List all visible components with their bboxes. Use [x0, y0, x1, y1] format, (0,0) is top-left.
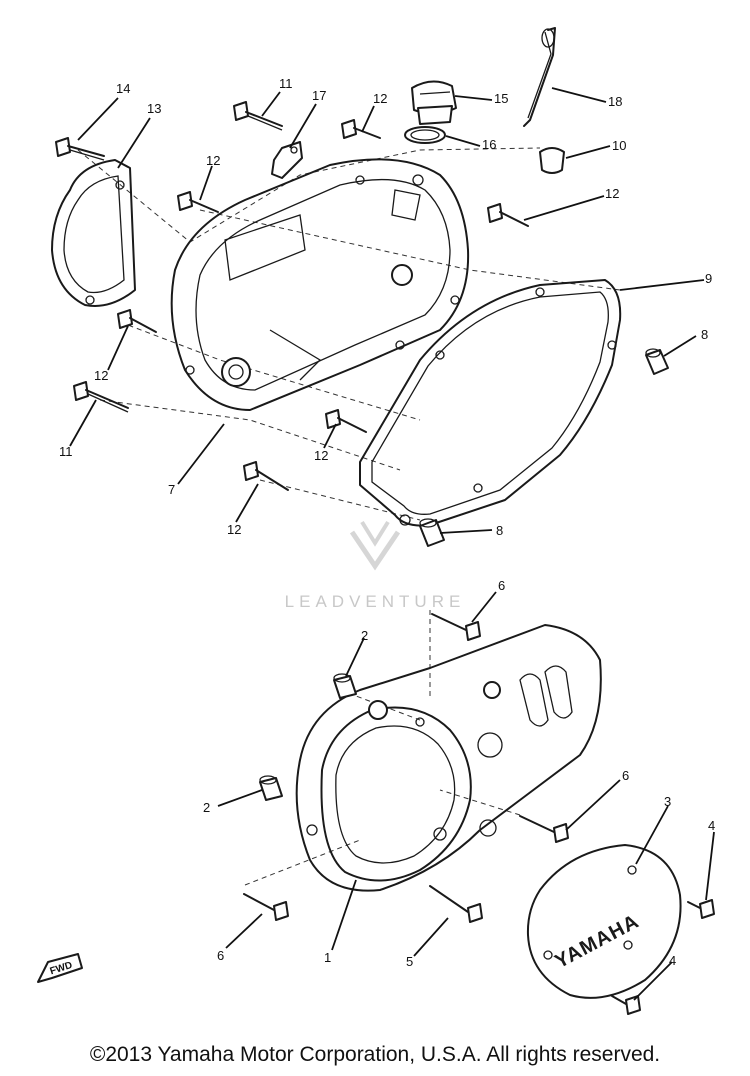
callout-11-upper: 11 — [279, 76, 293, 91]
bolt-12-a — [341, 119, 381, 139]
callout-3: 3 — [664, 794, 671, 809]
bolt-12-b — [177, 191, 219, 213]
bolt-12-e — [325, 409, 367, 433]
oil-cap-15 — [411, 80, 457, 125]
o-ring-16 — [404, 126, 446, 144]
dowel-pin-8-upper — [645, 348, 669, 375]
bolt-6-right — [519, 815, 569, 843]
callout-1: 1 — [324, 950, 331, 965]
bolt-12-f — [243, 461, 289, 491]
dowel-pin-2-lower — [259, 775, 283, 801]
callout-14: 14 — [116, 81, 130, 96]
callout-17: 17 — [312, 88, 326, 103]
dowel-pin-8-lower — [419, 518, 445, 547]
bolt-4-bottom — [611, 995, 641, 1015]
callout-13: 13 — [147, 101, 161, 116]
callout-labels: 14 13 11 17 12 15 16 18 10 12 12 9 8 12 … — [59, 76, 715, 969]
callout-11-lower: 11 — [59, 444, 73, 459]
callout-12-f: 12 — [227, 522, 241, 537]
callout-12-b: 12 — [206, 153, 220, 168]
callout-8-upper: 8 — [701, 327, 708, 342]
callout-18: 18 — [608, 94, 622, 109]
callout-5: 5 — [406, 954, 413, 969]
leader-lines — [69, 87, 715, 1001]
crankcase-cover-7 — [170, 158, 470, 411]
callout-2-lower: 2 — [203, 800, 210, 815]
bolt-12-c — [487, 203, 529, 227]
callout-12-c: 12 — [605, 186, 619, 201]
plug-10 — [539, 147, 565, 174]
crankcase-cover-1 — [295, 624, 602, 892]
alignment-lines — [77, 147, 621, 886]
bolt-12-d — [117, 309, 157, 333]
side-cover-3: YAMAHA — [526, 844, 682, 999]
bolt-6-left — [243, 893, 289, 921]
copyright-notice: ©2013 Yamaha Motor Corporation, U.S.A. A… — [89, 1043, 661, 1066]
callout-2-upper: 2 — [361, 628, 368, 643]
callout-8-lower: 8 — [496, 523, 503, 538]
bolt-4-right — [687, 899, 715, 919]
callout-6-left: 6 — [217, 948, 224, 963]
bolt-6-top — [431, 613, 481, 641]
callout-4-bottom: 4 — [669, 953, 676, 968]
callout-9: 9 — [705, 271, 712, 286]
watermark-text: LEADVENTURE — [285, 592, 466, 611]
side-cover-13 — [51, 159, 136, 307]
bolt-14 — [55, 137, 105, 161]
callout-12-d: 12 — [94, 368, 108, 383]
watermark: LEADVENTURE — [285, 520, 466, 611]
callout-10: 10 — [612, 138, 626, 153]
dipstick-18 — [523, 27, 556, 127]
bolt-11-lower — [73, 381, 129, 413]
callout-15: 15 — [494, 91, 508, 106]
callout-6-top: 6 — [498, 578, 505, 593]
forward-direction-arrow: FWD — [37, 953, 83, 983]
callout-16: 16 — [482, 137, 496, 152]
gasket-9 — [359, 279, 622, 527]
bolt-11-upper — [233, 101, 283, 131]
callout-4-right: 4 — [708, 818, 715, 833]
clamp-17 — [271, 141, 303, 179]
dowel-pin-2-upper — [333, 673, 357, 699]
callout-12-a: 12 — [373, 91, 387, 106]
bolt-5 — [429, 885, 483, 923]
callout-7: 7 — [168, 482, 175, 497]
callout-12-e: 12 — [314, 448, 328, 463]
callout-6-right: 6 — [622, 768, 629, 783]
